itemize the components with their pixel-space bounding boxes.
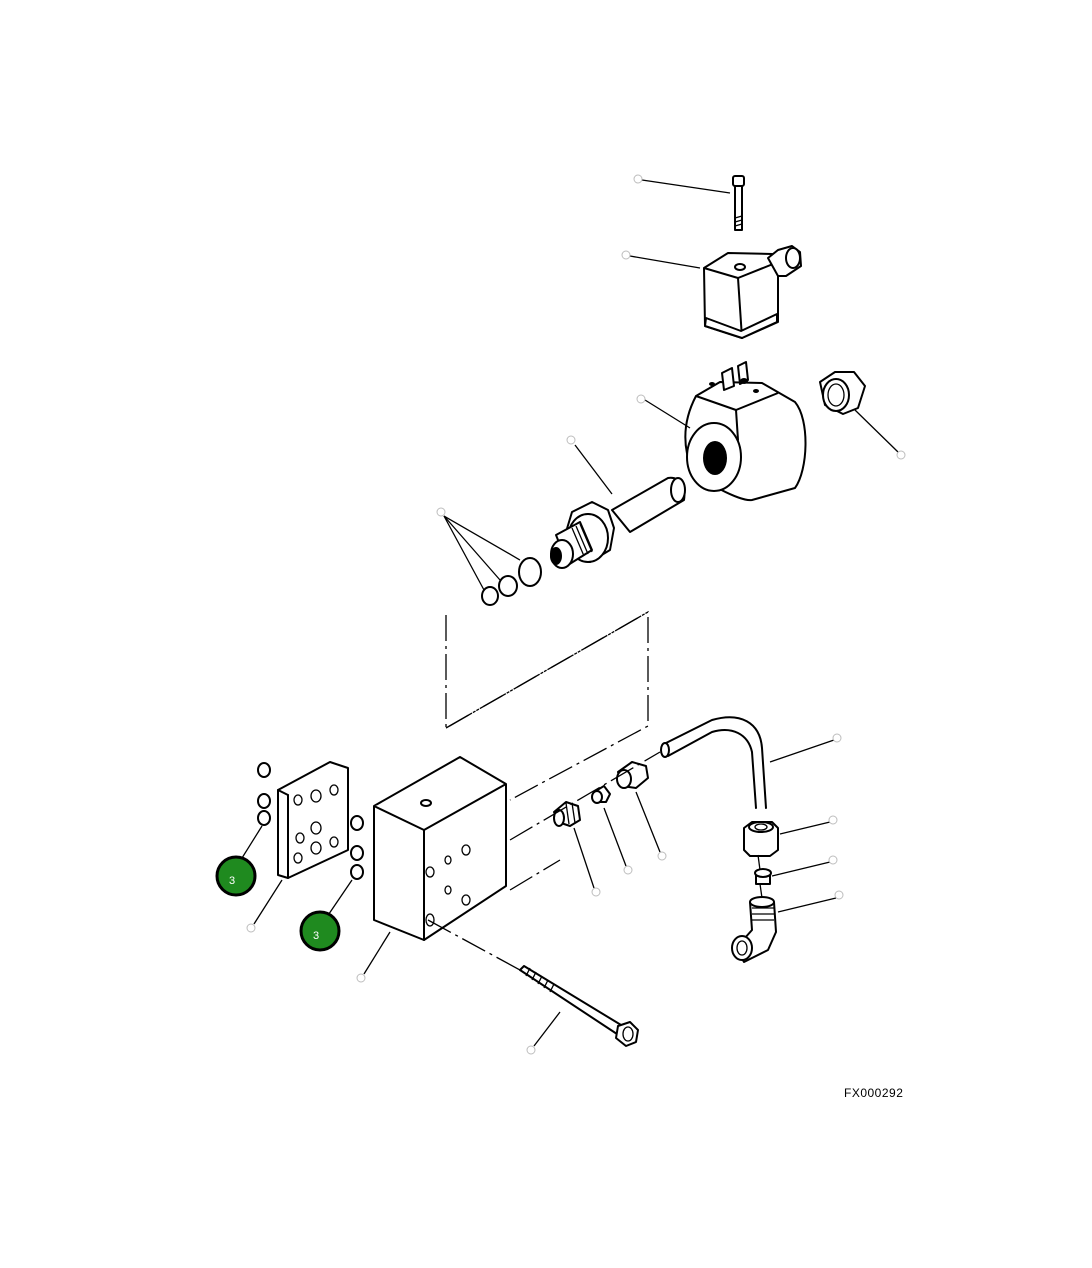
hotspot-left[interactable]: 3 [215,855,257,897]
sub-plate [277,761,349,879]
manifold-block [373,756,507,941]
o-rings-left [257,762,271,826]
cartridge-o-rings [481,557,542,606]
cartridge-valve [550,476,686,569]
tube-nut [616,761,649,789]
solenoid-coil [684,361,807,502]
adapter-fitting [553,801,581,827]
figure-code: FX000292 [844,1086,903,1100]
bent-tube [660,716,767,809]
o-rings-middle [350,815,364,880]
callout-markers [246,174,906,1055]
sleeve [591,785,611,804]
long-bolt [519,965,639,1047]
hotspot-right[interactable]: 3 [299,910,341,952]
hotspot-right-label: 3 [313,930,319,942]
install-outline [445,610,649,801]
center-lines [427,751,763,971]
sleeve-right [754,868,772,885]
hotspot-left-label: 3 [229,875,235,887]
coil-nut [819,371,866,415]
screw-top [732,175,745,231]
elbow-fitting [731,896,777,963]
connector-plug [703,245,802,339]
tube-nut-right [743,821,779,857]
